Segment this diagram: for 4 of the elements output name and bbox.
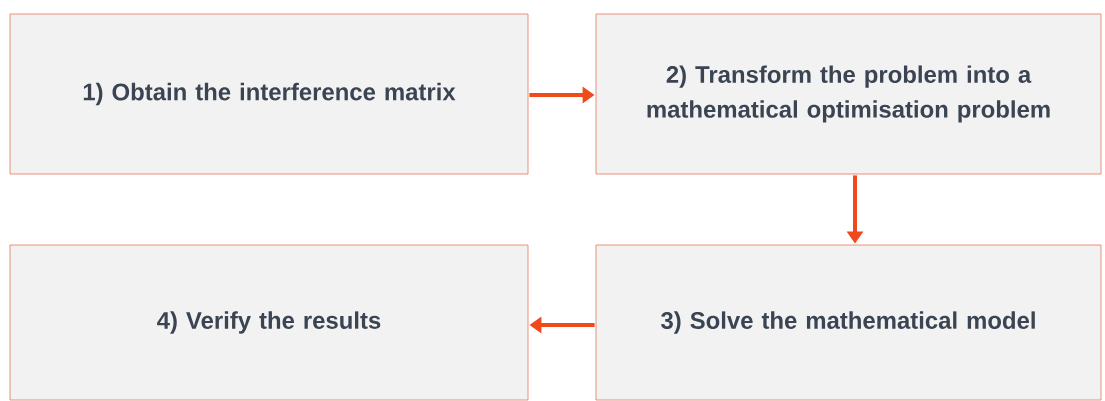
process-box: 4) Verify the results: [9, 244, 529, 401]
process-box: 3) Solve the mathematical model: [595, 244, 1102, 401]
process-box: 2) Transform the problem into a mathematical optimisation problem: [595, 13, 1102, 175]
process-box: 1) Obtain the interference matrix: [9, 13, 529, 175]
